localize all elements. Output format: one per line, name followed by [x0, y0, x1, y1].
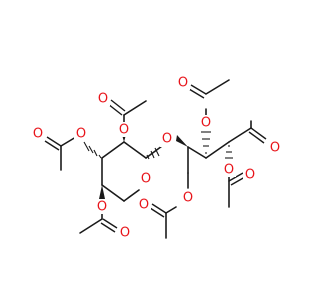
- hash-c1-o-2: [150, 150, 155, 159]
- atom-label-o-a2-ester: O: [224, 163, 234, 178]
- atom-label-o-a5-ester: O: [183, 191, 193, 206]
- hash-c3-o-2: [93, 149, 98, 157]
- atom-bg-o-c3-carbonyl: [31, 126, 45, 141]
- atom-bg-o-a2-ester: [222, 162, 236, 177]
- atom-label-o-c3-ester: O: [76, 127, 86, 142]
- atom-label-o-a2-carbonyl: O: [245, 168, 255, 183]
- single-bonds: [60, 79, 252, 239]
- dbl-c2-carbonyl-b: [110, 99, 126, 112]
- atom-o-aldehyde: O: [268, 140, 282, 156]
- atom-label-o-a3-carbonyl: O: [178, 76, 188, 91]
- atom-o-a2-ester: O: [222, 162, 236, 178]
- atom-labels: O O O O O O O O O O O O O O O: [31, 75, 282, 241]
- hash-c1-o-3: [154, 147, 160, 157]
- wedge-bonds: [99, 131, 188, 199]
- bond-ca3-ca2: [205, 141, 230, 159]
- atom-o-glyc: O: [160, 132, 174, 147]
- atom-o-c4-ester: O: [95, 199, 109, 215]
- atom-bg-o-aldehyde: [268, 140, 282, 155]
- atom-bg-o-a5-ester: [181, 190, 195, 205]
- bond-c4-c5: [101, 184, 125, 202]
- atom-label-o-c3-carbonyl: O: [33, 127, 43, 142]
- dbl-a2-carbonyl-b: [230, 176, 246, 186]
- atom-label-o-c4-ester: O: [97, 200, 107, 215]
- atom-label-o-glyc: O: [162, 132, 172, 147]
- bond-c1-oglyc: [145, 145, 163, 159]
- atom-bg-o-c4-ester: [95, 199, 109, 214]
- atom-label-o-a3-ester: O: [201, 116, 211, 131]
- atom-o-a3-carbonyl: O: [176, 75, 190, 91]
- atom-o-c2-ester: O: [117, 122, 131, 138]
- atom-bg-o-a3-ester: [199, 115, 213, 130]
- atom-bg-o-glyc: [160, 132, 174, 147]
- bond-c5-oring: [123, 189, 140, 202]
- atom-label-o-c2-carbonyl: O: [98, 92, 108, 107]
- atom-o-c3-ester: O: [74, 126, 88, 142]
- dbl-c4-carbonyl-a: [102, 218, 118, 229]
- atom-o-a2-carbonyl: O: [243, 168, 257, 183]
- dbl-a3-carbonyl-b: [188, 88, 205, 99]
- bond-oc3-acc: [60, 136, 77, 147]
- dbl-a5-carbonyl-a: [151, 203, 167, 214]
- atom-bg-o-c2-ester: [117, 122, 131, 137]
- atom-bg-o-c2-carbonyl: [96, 91, 110, 106]
- atom-bg-o-ring: [139, 171, 153, 186]
- atom-bg-o-a3-carbonyl: [176, 75, 190, 90]
- dbl-a3-carbonyl-a: [190, 84, 207, 95]
- atom-label-o-c2-ester: O: [119, 123, 129, 138]
- bond-acc-me-c2: [123, 100, 147, 116]
- atom-o-a5-carbonyl: O: [137, 197, 151, 213]
- atom-bg-o-c4-carbonyl: [118, 225, 132, 240]
- hash-c1-o-1: [146, 154, 150, 160]
- dbl-a5-carbonyl-b: [149, 207, 165, 218]
- dbl-aldehyde-b: [248, 131, 265, 144]
- atom-label-o-ring: O: [141, 172, 151, 187]
- bond-c3-c2: [101, 141, 125, 159]
- bond-oa5-acc: [165, 206, 177, 214]
- dbl-c3-carbonyl-b: [44, 140, 60, 151]
- atom-o-c4-carbonyl: O: [118, 225, 132, 241]
- wedge-c4-o: [99, 185, 105, 199]
- bond-acc-me-c4: [79, 218, 103, 234]
- bond-ca2-ca1: [228, 127, 252, 143]
- dbl-c2-carbonyl-a: [107, 103, 123, 116]
- atom-label-o-aldehyde: O: [270, 141, 280, 156]
- atom-o-a3-ester: O: [199, 115, 213, 131]
- hash-c3-o-1: [98, 154, 102, 159]
- atom-bg-o-a5-carbonyl: [137, 197, 151, 212]
- bond-acc-me-a3: [205, 79, 230, 95]
- dbl-c4-carbonyl-b: [100, 222, 116, 233]
- atom-label-o-a5-carbonyl: O: [139, 198, 149, 213]
- double-bonds: [44, 84, 267, 233]
- bond-c2-c1: [123, 141, 147, 159]
- atom-o-c2-carbonyl: O: [96, 91, 110, 107]
- molecule-structure: O O O O O O O O O O O O O O O: [31, 75, 282, 241]
- atom-label-o-c4-carbonyl: O: [120, 226, 130, 241]
- hash-c3-o-3: [88, 145, 94, 154]
- dbl-aldehyde-a: [250, 127, 267, 140]
- atom-o-ring: O: [139, 171, 153, 187]
- hash-bonds: [83, 131, 233, 160]
- atom-o-c3-carbonyl: O: [31, 126, 45, 142]
- bond-ca4-ca3: [187, 146, 207, 159]
- atom-bg-o-c3-ester: [74, 126, 88, 141]
- hash-c3-o-4: [83, 141, 90, 152]
- atom-bg-o-a2-carbonyl: [243, 168, 257, 183]
- wedge-ca4-o: [176, 135, 188, 147]
- atom-o-a5-ester: O: [181, 190, 195, 206]
- dbl-c3-carbonyl-a: [46, 136, 62, 147]
